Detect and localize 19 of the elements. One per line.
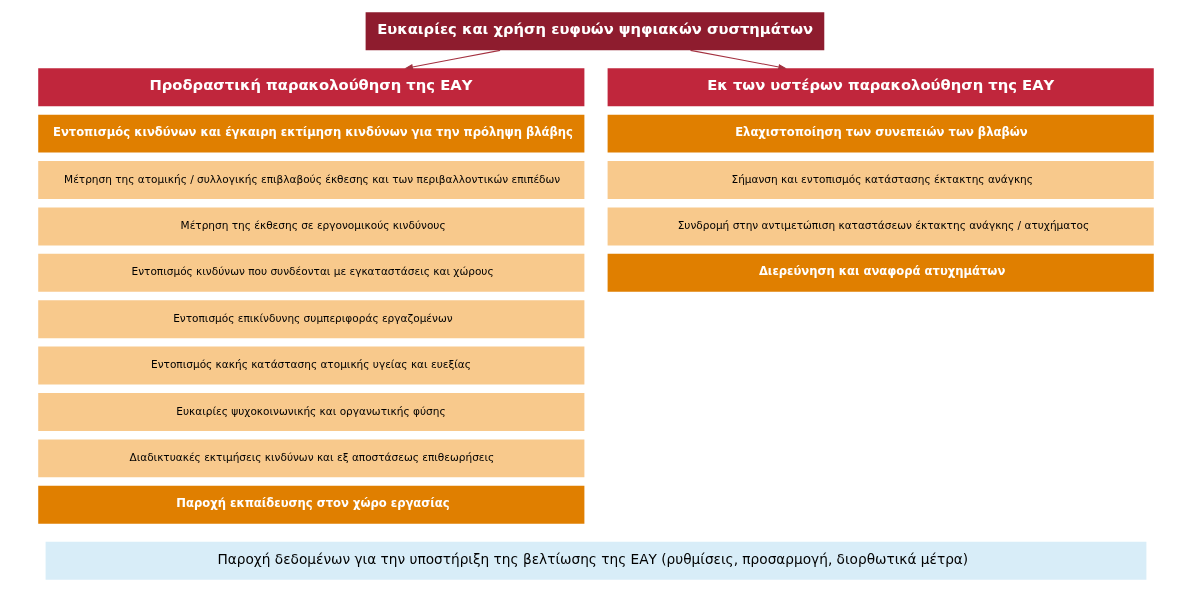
arrow	[404, 49, 501, 70]
node-box: Διαδικτυακές εκτιμήσεις κινδύνων και εξ αποστάσεως επιθεωρήσεις	[38, 439, 585, 478]
node-box: Εντοπισμός κινδύνων και έγκαιρη εκτίμηση κινδύνων για την πρόληψη βλάβης	[38, 114, 585, 153]
node-box: Σήμανση και εντοπισμός κατάστασης έκτακτης ανάγκης	[607, 161, 1154, 199]
node-box: Ευκαιρίες ψυχοκοινωνικής και οργανωτικής φύσης	[38, 393, 585, 431]
node-box: Προδραστική παρακολούθηση της ΕΑΥ	[38, 68, 585, 107]
node-box: Ελαχιστοποίηση των συνεπειών των βλαβών	[607, 114, 1154, 153]
node-box: Εντοπισμός επικίνδυνης συμπεριφοράς εργαζομένων	[38, 300, 585, 339]
node-box: Ευκαιρίες και χρήση ευφυών ψηφιακών συστημάτων	[365, 12, 825, 51]
node-box: Μέτρηση της ατομικής / συλλογικής επιβλαβούς έκθεσης και των περιβαλλοντικών επιπέδων	[38, 161, 585, 199]
node-box: Διερεύνηση και αναφορά ατυχημάτων	[607, 253, 1154, 292]
node-box: Εντοπισμός κινδύνων που συνδέονται με εγκαταστάσεις και χώρους	[38, 253, 585, 292]
node-box: Εκ των υστέρων παρακολούθηση της ΕΑΥ	[607, 68, 1154, 107]
node-box: Εντοπισμός κακής κατάστασης ατομικής υγείας και ευεξίας	[38, 346, 585, 385]
arrow	[689, 49, 787, 70]
node-box: Παροχή εκπαίδευσης στον χώρο εργασίας	[38, 485, 585, 524]
node-box: Παροχή δεδομένων για την υποστήριξη της βελτίωσης της ΕΑΥ (ρυθμίσεις, προσαρμογή, διορθωτικά μέτρα)	[45, 541, 1147, 580]
node-box: Συνδρομή στην αντιμετώπιση καταστάσεων έκτακτης ανάγκης / ατυχήματος	[607, 207, 1154, 246]
node-box: Μέτρηση της έκθεσης σε εργονομικούς κινδύνους	[38, 207, 585, 246]
